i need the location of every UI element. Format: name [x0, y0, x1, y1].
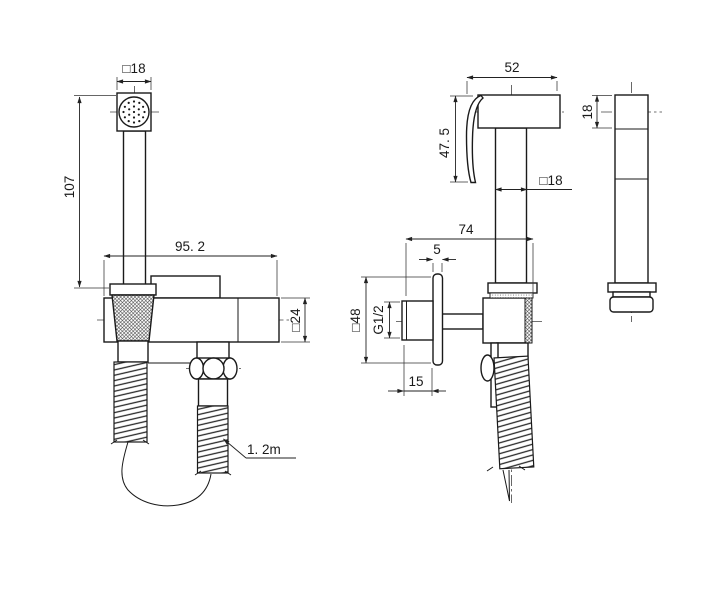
dim-front-head-width: □18 [116, 61, 152, 90]
valve-knob-right [222, 357, 238, 380]
dim-label-holder-length: 95. 2 [175, 239, 205, 254]
dim-label-thread-size: G1/2 [371, 305, 386, 334]
supply-pipe [441, 313, 484, 330]
dim-label-head-thickness: 18 [580, 104, 595, 119]
dim-nipple-length: 15 [388, 345, 446, 396]
holder-step [150, 275, 221, 299]
dim-label-plate-thickness: 5 [433, 242, 441, 257]
hose-end-flares [110, 439, 232, 476]
holder-body-side [482, 297, 528, 344]
knurled-nut [111, 294, 155, 342]
thread-nipple [401, 300, 434, 341]
valve-neck [196, 341, 230, 360]
nut-collar [109, 283, 157, 296]
inlet-flange-back [607, 282, 657, 293]
front-view: □18 107 95. 2 □24 1. 2m [62, 61, 310, 507]
dim-label-handle-length: 107 [62, 176, 77, 199]
hose-connector-left [117, 340, 149, 363]
dim-plate-thickness: 5 [419, 242, 456, 272]
dim-head-depth: 52 [466, 60, 558, 94]
dim-label-holder-height: □24 [288, 308, 303, 332]
dim-holder-height: □24 [281, 297, 310, 343]
dim-handle-length: 107 [62, 95, 116, 289]
hose-length-leader: 1. 2m [223, 438, 296, 459]
sprayer-handle-side [494, 127, 528, 284]
dim-label-head-height: 47. 5 [437, 128, 452, 158]
dim-handle-width: □18 [494, 173, 572, 192]
inlet-cap-back [609, 296, 654, 313]
wall-plate [432, 273, 444, 366]
dim-label-plate-size: □48 [348, 308, 363, 331]
holder-knurl-strip [524, 297, 533, 344]
dim-head-height: 47. 5 [437, 95, 473, 183]
dim-holder-length: 95. 2 [103, 239, 278, 296]
hose-connector-side [496, 342, 529, 359]
valve-dial [202, 357, 225, 380]
shower-hose-left-coil [113, 361, 148, 443]
sprayer-body-back [614, 94, 649, 284]
valve-knob-side [480, 354, 495, 382]
hose-loop-curve [121, 441, 212, 507]
dim-total-depth: 74 [405, 222, 534, 296]
dim-label-nipple-length: 15 [408, 374, 423, 389]
side-view: 52 47. 5 □18 74 5 [348, 60, 572, 503]
dim-label-head-depth: 52 [504, 60, 519, 75]
dim-label-handle-width: □18 [539, 173, 562, 188]
dim-label-total-depth: 74 [458, 222, 474, 237]
sprayer-handle-front [122, 130, 147, 288]
dim-thread-size: G1/2 [371, 301, 400, 339]
dim-label-front-head-width: □18 [122, 61, 145, 76]
sprayer-head-side [477, 94, 561, 129]
back-view: 18 [580, 82, 662, 322]
hose-length-label: 1. 2m [247, 442, 281, 457]
hose-connector-bottom [197, 378, 229, 407]
valve-knob-left [188, 357, 205, 380]
flange-knurl-band [489, 292, 534, 299]
spray-trigger-lever [465, 94, 484, 184]
shower-hose-side [493, 355, 535, 470]
spray-nozzle-dots [122, 100, 146, 124]
hose-tail [486, 465, 526, 502]
handle-flange [487, 282, 538, 294]
dim-plate-size: □48 [348, 276, 431, 364]
dim-head-thickness: 18 [580, 94, 612, 129]
inlet-neck-back [612, 291, 651, 298]
